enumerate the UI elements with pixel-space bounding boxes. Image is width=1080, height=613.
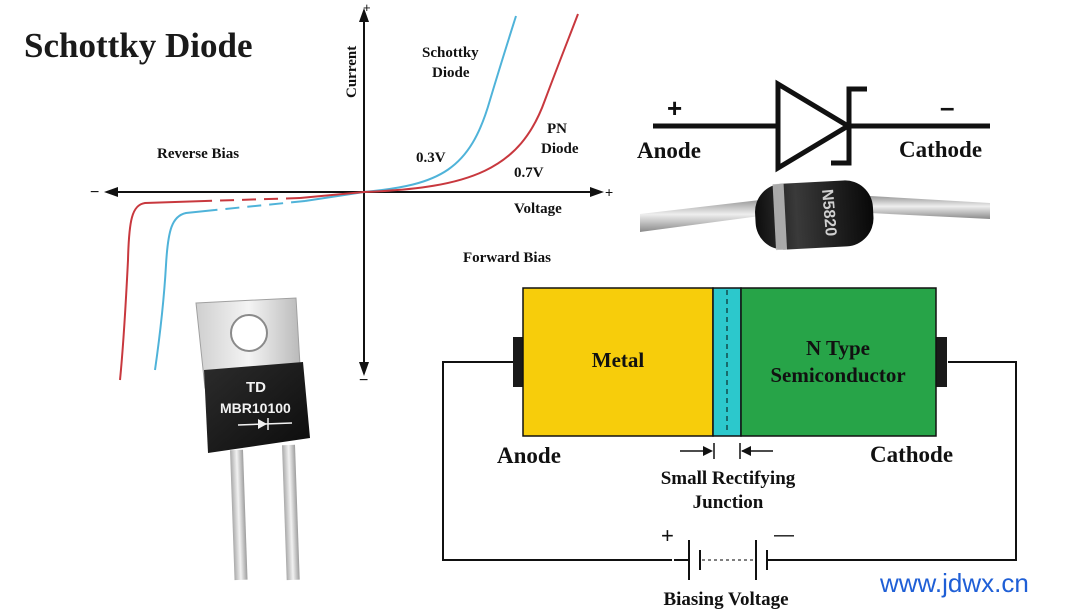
to220-pin-left: [230, 449, 248, 581]
schottky-breakdown-curve: [154, 209, 216, 371]
semiconductor-region: [740, 287, 937, 437]
cathode-terminal-plate: [935, 337, 947, 387]
iv-graph: + − + − Current Voltage Reverse Bias For…: [90, 0, 613, 389]
axial-diode-component: N5820: [640, 180, 990, 251]
structure-anode-label: Anode: [497, 443, 561, 468]
reverse-bias-label: Reverse Bias: [157, 146, 239, 162]
to220-diode-mark: [237, 418, 293, 430]
biasing-voltage-label: Biasing Voltage: [663, 589, 788, 610]
to220-package-component: TD MBR10100: [195, 297, 310, 581]
voltage-axis-arrow-left: [104, 187, 118, 197]
current-axis-label: Current: [344, 46, 360, 98]
schottky-structure: Metal N Type Semiconductor Anode Cathode…: [442, 287, 1017, 610]
schottky-forward-curve: [363, 15, 517, 193]
axial-diode-body: [755, 180, 874, 250]
pn-reverse-dashed: [204, 197, 301, 202]
axial-diode-left-lead: [640, 200, 760, 232]
pn-threshold-label: 0.7V: [514, 165, 544, 181]
junction-label-line1: Small Rectifying: [661, 468, 796, 489]
circuit-wire-left: [442, 361, 672, 561]
current-axis-minus: −: [359, 372, 368, 389]
current-axis-arrow-down: [359, 362, 369, 376]
axial-diode-marking: N5820: [818, 188, 839, 237]
symbol-plus-sign: +: [667, 93, 682, 123]
diode-symbol: + – Anode Cathode: [637, 79, 990, 173]
battery-symbol: [674, 540, 773, 580]
voltage-axis-minus: −: [90, 184, 99, 201]
page-title: Schottky Diode: [24, 26, 253, 65]
schottky-reverse-dashed: [214, 200, 306, 211]
symbol-anode-label: Anode: [637, 138, 701, 163]
axial-diode-cathode-band: [772, 183, 788, 251]
to220-part-number: MBR10100: [220, 400, 291, 416]
junction-indicator-arrows: [680, 443, 773, 459]
junction-label-line2: Junction: [693, 492, 764, 513]
semiconductor-label-line1: N Type: [806, 336, 870, 360]
to220-body: [204, 362, 310, 453]
pn-forward-curve: [363, 13, 579, 193]
axial-diode-right-lead: [870, 196, 990, 219]
watermark: www.jdwx.cn: [880, 568, 1029, 598]
semiconductor-label-line2: Semiconductor: [770, 363, 905, 387]
current-axis-arrow-up: [359, 8, 369, 22]
symbol-triangle: [775, 79, 853, 173]
voltage-axis-arrow-right: [590, 187, 604, 197]
anode-terminal-plate: [513, 337, 525, 387]
pn-reverse-curve: [299, 191, 365, 199]
to220-pin-right: [282, 444, 300, 581]
to220-brand: TD: [246, 379, 266, 396]
battery-plus-sign: +: [661, 523, 674, 548]
schottky-threshold-label: 0.3V: [416, 150, 446, 166]
pn-curve-label-line1: PN: [547, 121, 567, 137]
schottky-curve-label-line1: Schottky: [422, 45, 479, 61]
metal-label: Metal: [592, 348, 645, 372]
battery-minus-sign: —: [774, 524, 794, 546]
voltage-axis-plus: +: [605, 184, 613, 200]
voltage-axis-label: Voltage: [514, 201, 562, 217]
symbol-cathode-label: Cathode: [899, 137, 982, 162]
metal-region: [522, 287, 714, 437]
symbol-minus-sign: –: [940, 92, 954, 122]
structure-cathode-label: Cathode: [870, 442, 953, 467]
pn-curve-label-line2: Diode: [541, 141, 579, 157]
pn-breakdown-curve: [119, 200, 206, 381]
schottky-curve-label-line2: Diode: [432, 65, 470, 81]
circuit-wire-right: [773, 361, 1017, 561]
current-axis-plus: +: [363, 0, 371, 15]
forward-bias-label: Forward Bias: [463, 250, 551, 266]
to220-mounting-hole: [230, 314, 268, 352]
